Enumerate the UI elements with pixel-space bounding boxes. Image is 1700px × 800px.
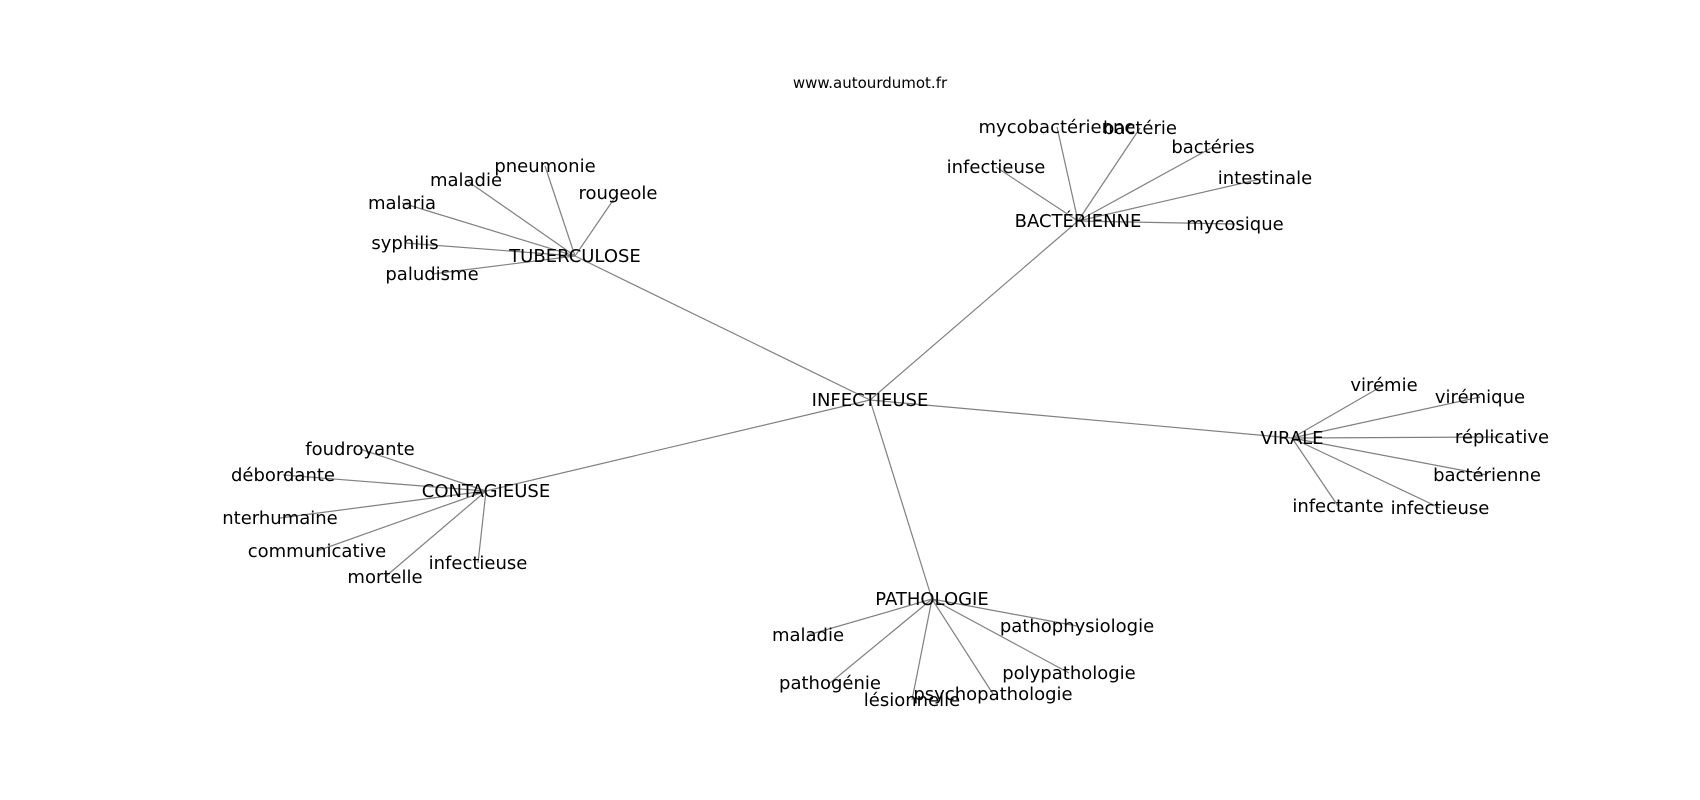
leaf-node-maladie[interactable]: maladie [430,170,502,191]
leaf-node-nterhumaine[interactable]: nterhumaine [222,508,338,529]
edge-tuberculose-to-syphilis [404,242,576,257]
leaf-node-bacteries[interactable]: bactéries [1171,137,1254,158]
edge-bacterienne-to-intestinale [1077,177,1266,222]
leaf-node-mortelle[interactable]: mortelle [347,567,422,588]
edge-pathologie-to-polypathologie [931,598,1070,674]
edge-tuberculose-to-pneumonie [544,165,576,257]
leaf-node-mycobacterienne[interactable]: mycobactérienne [979,117,1136,138]
edge-contagieuse-to-communicative [316,490,487,552]
edge-contagieuse-to-infectieuse [477,490,487,564]
edge-bacterienne-to-bacterie [1077,127,1141,222]
leaf-node-communicative[interactable]: communicative [248,541,387,562]
edge-center-to-virale [869,399,1293,439]
edge-contagieuse-to-debordante [282,474,487,492]
leaf-node-psychopathologie[interactable]: psychopathologie [913,684,1072,705]
leaf-node-bacterie[interactable]: bactérie [1103,118,1177,139]
leaf-node-pneumonie[interactable]: pneumonie [494,156,595,177]
edge-bacterienne-to-mycosique [1077,220,1236,225]
edge-bacterienne-to-mycobacterienne [1056,126,1079,222]
edge-contagieuse-to-foudroyante [359,448,487,492]
cluster-node-pathologie[interactable]: PATHOLOGIE [875,589,989,610]
cluster-node-tuberculose[interactable]: TUBERCULOSE [508,246,641,267]
cluster-node-bacterienne[interactable]: BACTÉRIENNE [1015,210,1142,232]
leaf-node-bacterienne[interactable]: bactérienne [1433,465,1541,486]
edge-pathologie-to-lesionnelle [911,598,933,701]
leaf-node-pathophysiologie[interactable]: pathophysiologie [1000,616,1154,637]
edge-bacterienne-to-bacteries [1077,146,1214,222]
leaf-node-malaria[interactable]: malaria [368,193,436,214]
leaf-node-lesionnelle[interactable]: lésionnelle [864,690,960,711]
edge-bacterienne-to-infectieuse [995,166,1079,222]
leaf-node-polypathologie[interactable]: polypathologie [1002,663,1136,684]
edge-tuberculose-to-maladie [465,179,576,257]
leaf-node-syphilis[interactable]: syphilis [371,233,438,254]
leaf-node-infectieuse[interactable]: infectieuse [947,157,1046,178]
edge-center-to-tuberculose [574,255,871,401]
cluster-node-virale[interactable]: VIRALE [1260,428,1323,449]
edge-center-to-contagieuse [485,399,871,492]
leaf-node-paludisme[interactable]: paludisme [385,264,478,285]
leaf-node-pathogenie[interactable]: pathogénie [779,673,881,694]
graph-edges [279,126,1503,701]
edge-tuberculose-to-rougeole [574,192,619,257]
edge-virale-to-viremique [1291,396,1481,439]
leaf-node-viremie[interactable]: virémie [1350,375,1417,396]
leaf-node-rougeole[interactable]: rougeole [578,183,657,204]
edge-pathologie-to-pathophysiologie [931,598,1078,627]
edge-contagieuse-to-nterhumaine [279,490,487,519]
edge-contagieuse-to-mortelle [384,490,487,578]
edge-virale-to-replicative [1291,436,1503,439]
edge-virale-to-viremie [1291,384,1385,439]
graph-labels: INFECTIEUSETUBERCULOSEpneumoniemaladiero… [222,117,1549,711]
cluster-node-contagieuse[interactable]: CONTAGIEUSE [422,481,550,502]
leaf-node-viremique[interactable]: virémique [1435,387,1525,408]
leaf-node-replicative[interactable]: réplicative [1455,427,1549,448]
edge-pathologie-to-psychopathologie [931,598,994,695]
center-node-label[interactable]: INFECTIEUSE [812,390,929,411]
leaf-node-maladie[interactable]: maladie [772,625,844,646]
edge-virale-to-bacterienne [1291,437,1488,476]
leaf-node-infectante[interactable]: infectante [1292,496,1383,517]
leaf-node-debordante[interactable]: débordante [231,465,335,486]
edge-pathologie-to-pathogenie [829,598,933,684]
edge-virale-to-infectieuse [1291,437,1441,509]
edge-tuberculose-to-paludisme [431,255,576,275]
leaf-node-infectieuse[interactable]: infectieuse [1391,498,1490,519]
edge-center-to-pathologie [869,399,933,600]
leaf-node-foudroyante[interactable]: foudroyante [305,439,414,460]
edge-center-to-bacterienne [869,220,1079,401]
edge-pathologie-to-maladie [807,598,933,636]
leaf-node-mycosique[interactable]: mycosique [1186,214,1283,235]
leaf-node-infectieuse[interactable]: infectieuse [429,553,528,574]
edge-tuberculose-to-malaria [401,202,576,257]
source-watermark: www.autourdumot.fr [793,74,948,92]
edge-virale-to-infectante [1291,437,1339,507]
leaf-node-intestinale[interactable]: intestinale [1218,168,1313,189]
